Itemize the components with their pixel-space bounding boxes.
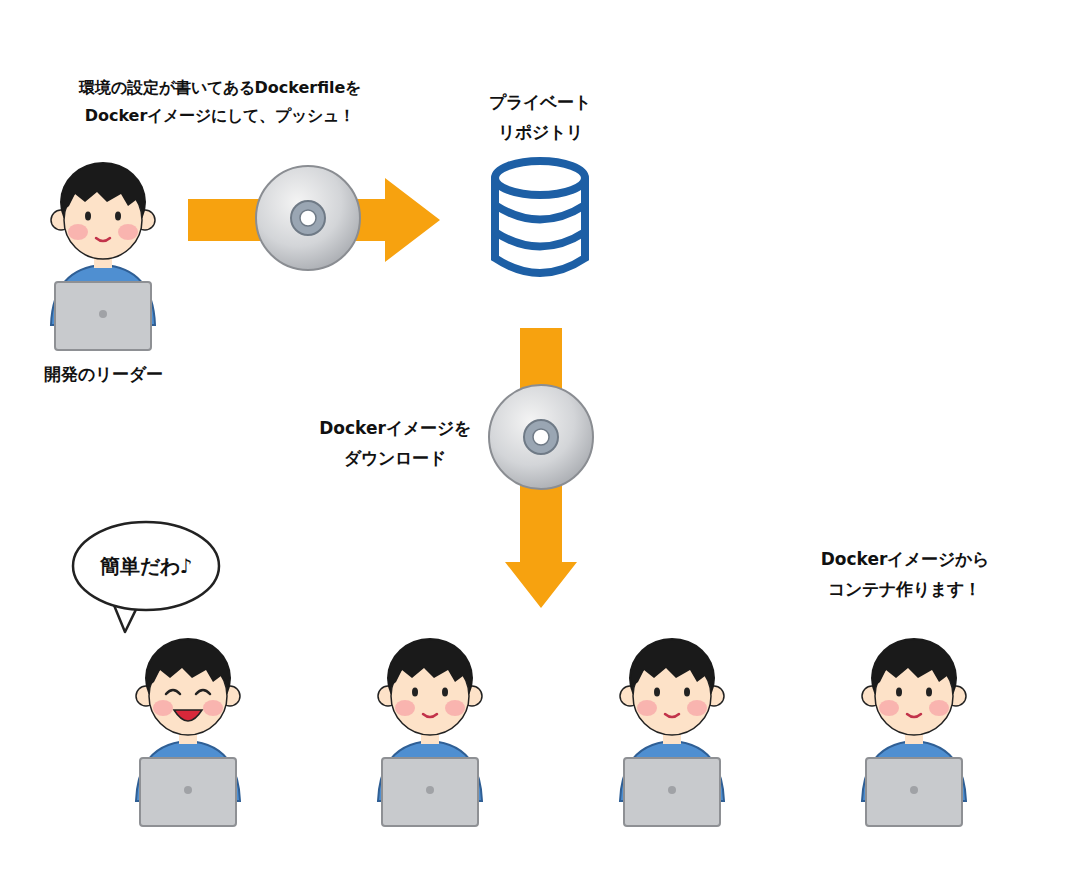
cheek <box>637 700 657 716</box>
eye <box>85 212 91 221</box>
disc <box>256 166 360 270</box>
cheek <box>879 700 899 716</box>
node-label: プライベート リポジトリ <box>450 88 630 148</box>
eye <box>412 688 418 697</box>
database-icon <box>495 161 585 273</box>
person-illustration <box>620 638 724 826</box>
cheek <box>929 700 949 716</box>
eye <box>166 690 180 694</box>
hair-fringe <box>147 640 229 688</box>
person-illustration <box>378 638 482 826</box>
eye <box>926 688 932 697</box>
disc-hole <box>300 210 316 226</box>
bubble-join <box>116 601 134 603</box>
eye <box>654 688 660 697</box>
text-line: リポジトリ <box>450 118 630 148</box>
mouth <box>665 714 679 717</box>
disc-ring <box>291 201 325 235</box>
hair-fringe <box>389 640 471 688</box>
cheek <box>118 224 138 240</box>
note-label: Dockerイメージを ダウンロード <box>319 414 471 474</box>
note-box: Dockerイメージから コンテナ作ります！ <box>821 545 990 605</box>
cheek <box>153 700 173 716</box>
person-node: 開発のリーダー <box>23 150 183 390</box>
disc-icon <box>256 166 360 270</box>
laptop <box>140 758 236 826</box>
mouth <box>907 714 921 717</box>
disc-hole <box>533 429 549 445</box>
person-illustration <box>136 638 240 826</box>
laptop <box>624 758 720 826</box>
eye <box>896 688 902 697</box>
text-line: 簡単だわ♪ <box>100 549 193 584</box>
hair-fringe <box>873 640 955 688</box>
mouth <box>174 710 202 721</box>
text-line: プライベート <box>450 88 630 118</box>
eye <box>442 688 448 697</box>
text-line: Dockerイメージにして、プッシュ！ <box>79 102 362 130</box>
mouth <box>423 714 437 717</box>
cheek <box>395 700 415 716</box>
text-line: Dockerイメージから <box>821 545 990 575</box>
cheek <box>687 700 707 716</box>
note-label: Dockerイメージから コンテナ作ります！ <box>821 545 990 605</box>
text-line: 開発のリーダー <box>23 360 183 390</box>
node-label: 開発のリーダー <box>23 360 183 390</box>
db-top <box>495 161 585 195</box>
disc-icon <box>489 385 593 489</box>
hair-fringe <box>62 164 144 212</box>
disc-ring <box>524 420 558 454</box>
repository-node: プライベート リポジトリ <box>450 88 630 288</box>
db-band <box>495 205 585 220</box>
cheek <box>68 224 88 240</box>
laptop <box>55 282 151 350</box>
edge-label: 環境の設定が書いてあるDockerfileを Dockerイメージにして、プッシ… <box>79 74 362 130</box>
node-label: 簡単だわ♪ <box>100 549 193 584</box>
eye <box>684 688 690 697</box>
text-line: コンテナ作ります！ <box>821 575 990 605</box>
laptop <box>866 758 962 826</box>
text-line: ダウンロード <box>319 444 471 474</box>
laptop-logo <box>184 786 192 794</box>
laptop-logo <box>426 786 434 794</box>
eye <box>196 690 210 694</box>
mouth <box>96 238 110 241</box>
hair-fringe <box>631 640 713 688</box>
text-line: Dockerイメージを <box>319 414 471 444</box>
edge-label-box: 環境の設定が書いてあるDockerfileを Dockerイメージにして、プッシ… <box>79 74 362 130</box>
laptop <box>382 758 478 826</box>
db-body <box>495 178 585 273</box>
db-band <box>495 232 585 247</box>
person-illustration <box>862 638 966 826</box>
bubble-body <box>73 522 219 610</box>
eye <box>115 212 121 221</box>
laptop-logo <box>910 786 918 794</box>
cheek <box>445 700 465 716</box>
push-arrow <box>188 166 440 270</box>
text-line: 環境の設定が書いてあるDockerfileを <box>79 74 362 102</box>
note-box: Dockerイメージを ダウンロード <box>319 414 471 474</box>
disc <box>489 385 593 489</box>
laptop-logo <box>668 786 676 794</box>
speech-bubble: 簡単だわ♪ <box>71 520 221 612</box>
person-illustration <box>51 162 155 350</box>
cheek <box>203 700 223 716</box>
laptop-logo <box>99 310 107 318</box>
